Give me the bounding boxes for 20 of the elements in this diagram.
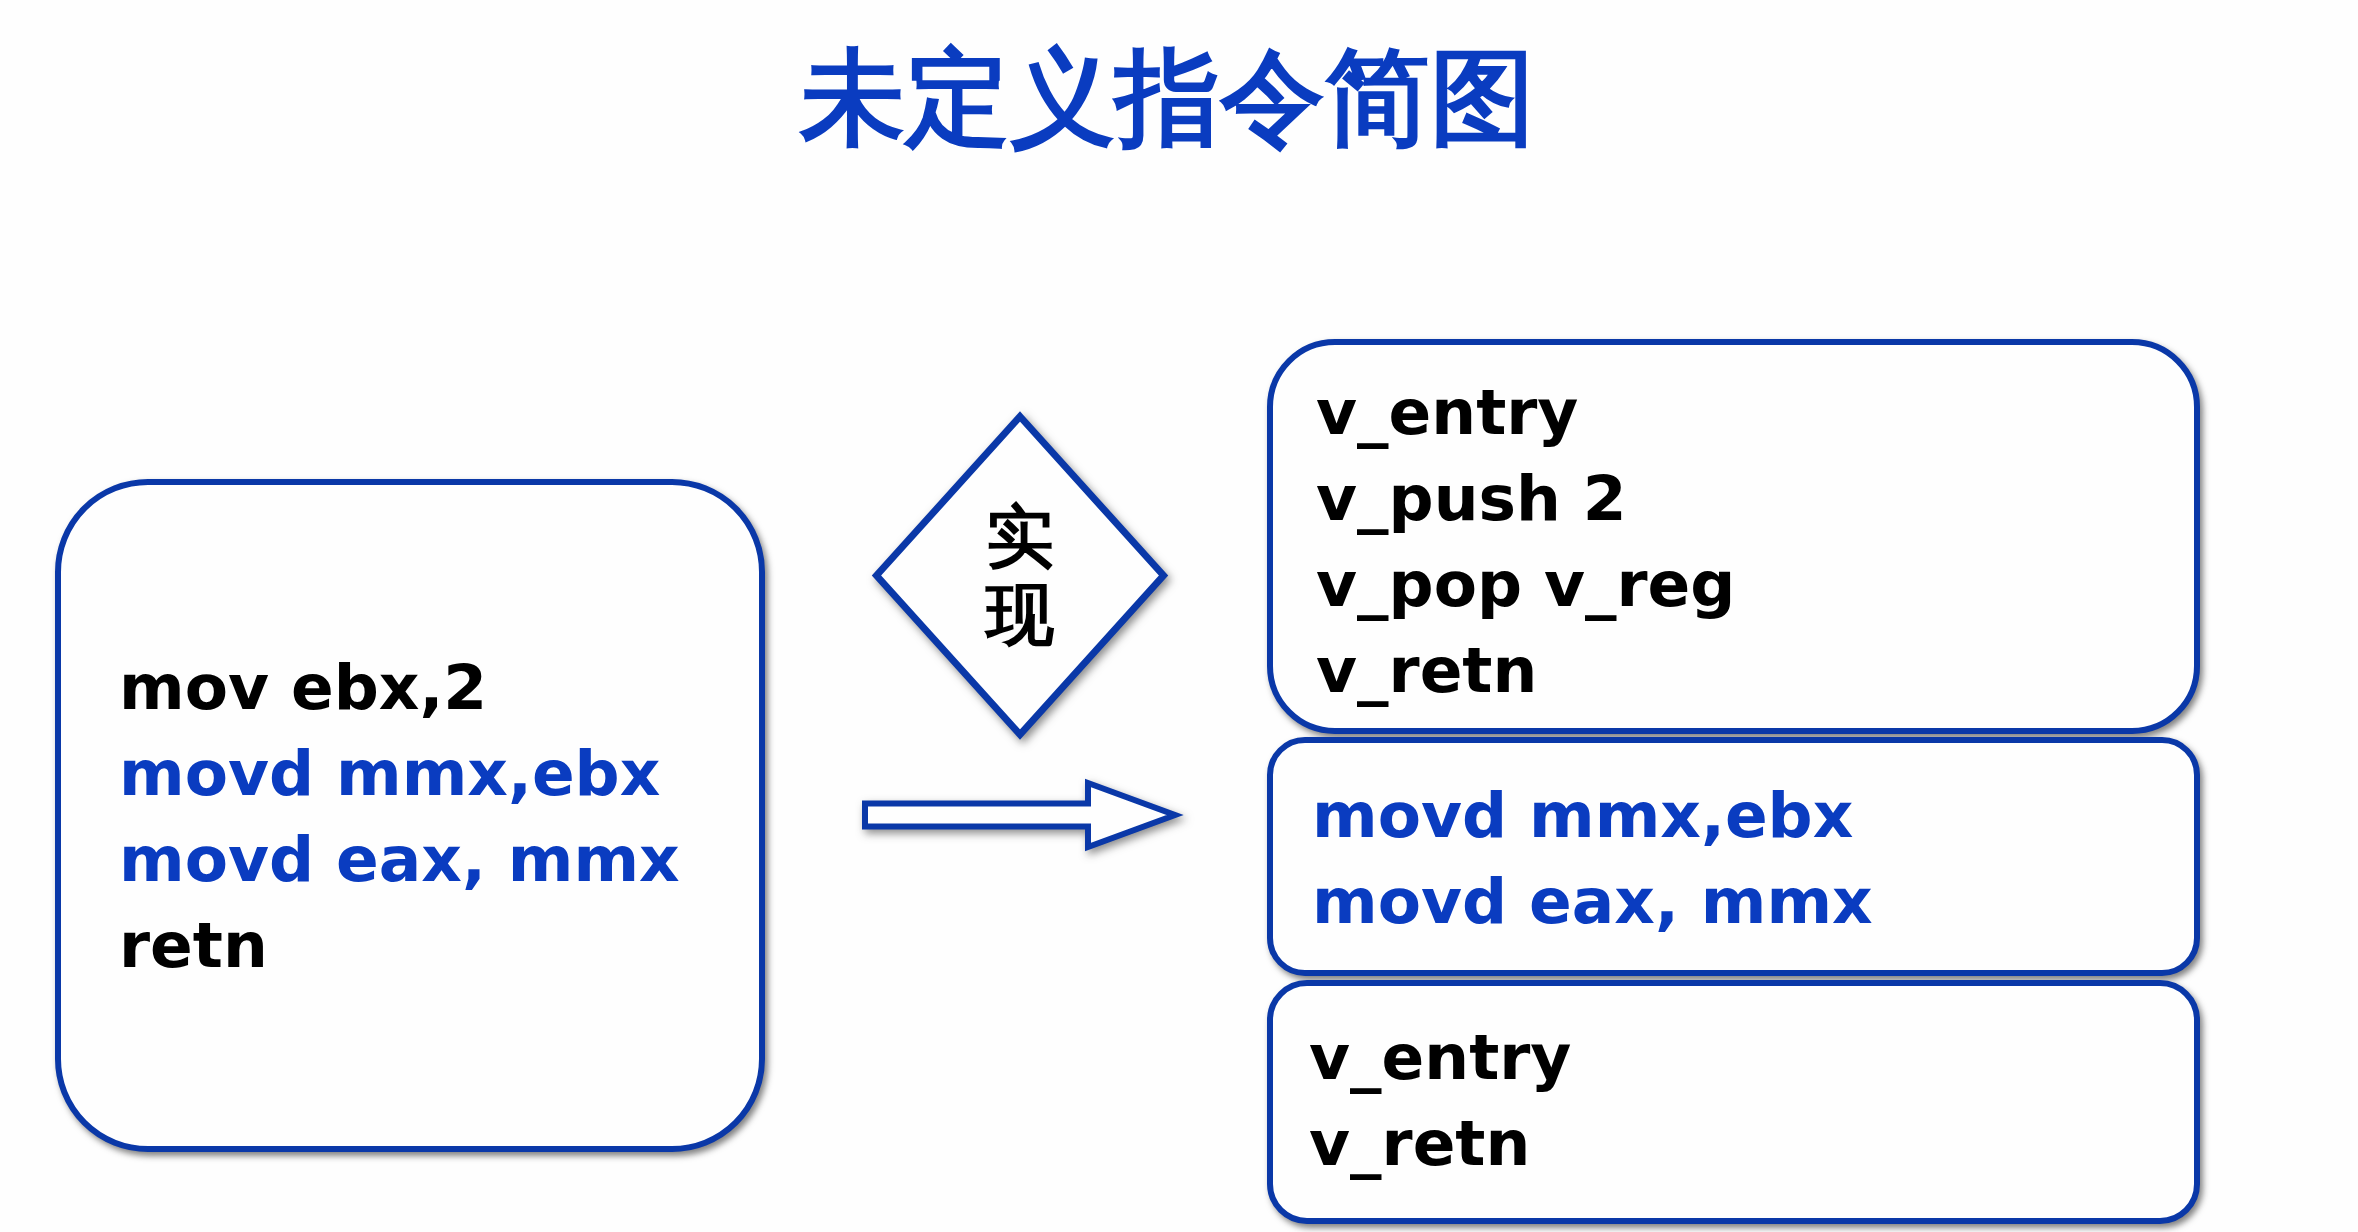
code-line: v_push 2 (1316, 461, 1628, 537)
code-line: movd mmx,ebx (119, 736, 662, 812)
code-line: retn (119, 908, 269, 984)
code-line: movd eax, mmx (1312, 864, 1873, 940)
node-label: 实现 (985, 497, 1055, 654)
rounded-box (1267, 339, 2200, 734)
code-line: v_entry (1316, 375, 1580, 451)
code-line: v_retn (1316, 633, 1539, 709)
rounded-box (55, 479, 765, 1152)
rounded-box (1267, 737, 2200, 976)
code-line: v_retn (1309, 1106, 1532, 1182)
rounded-box (1267, 980, 2200, 1224)
code-line: v_entry (1309, 1020, 1572, 1096)
code-line: mov ebx,2 (119, 650, 489, 726)
block-arrow (862, 778, 1184, 852)
diamond (873, 413, 1167, 738)
code-line: v_pop v_reg (1316, 547, 1736, 623)
title: 未定义指令简图 (800, 38, 1535, 158)
code-line: movd mmx,ebx (1312, 778, 1855, 854)
code-line: movd eax, mmx (119, 822, 680, 898)
